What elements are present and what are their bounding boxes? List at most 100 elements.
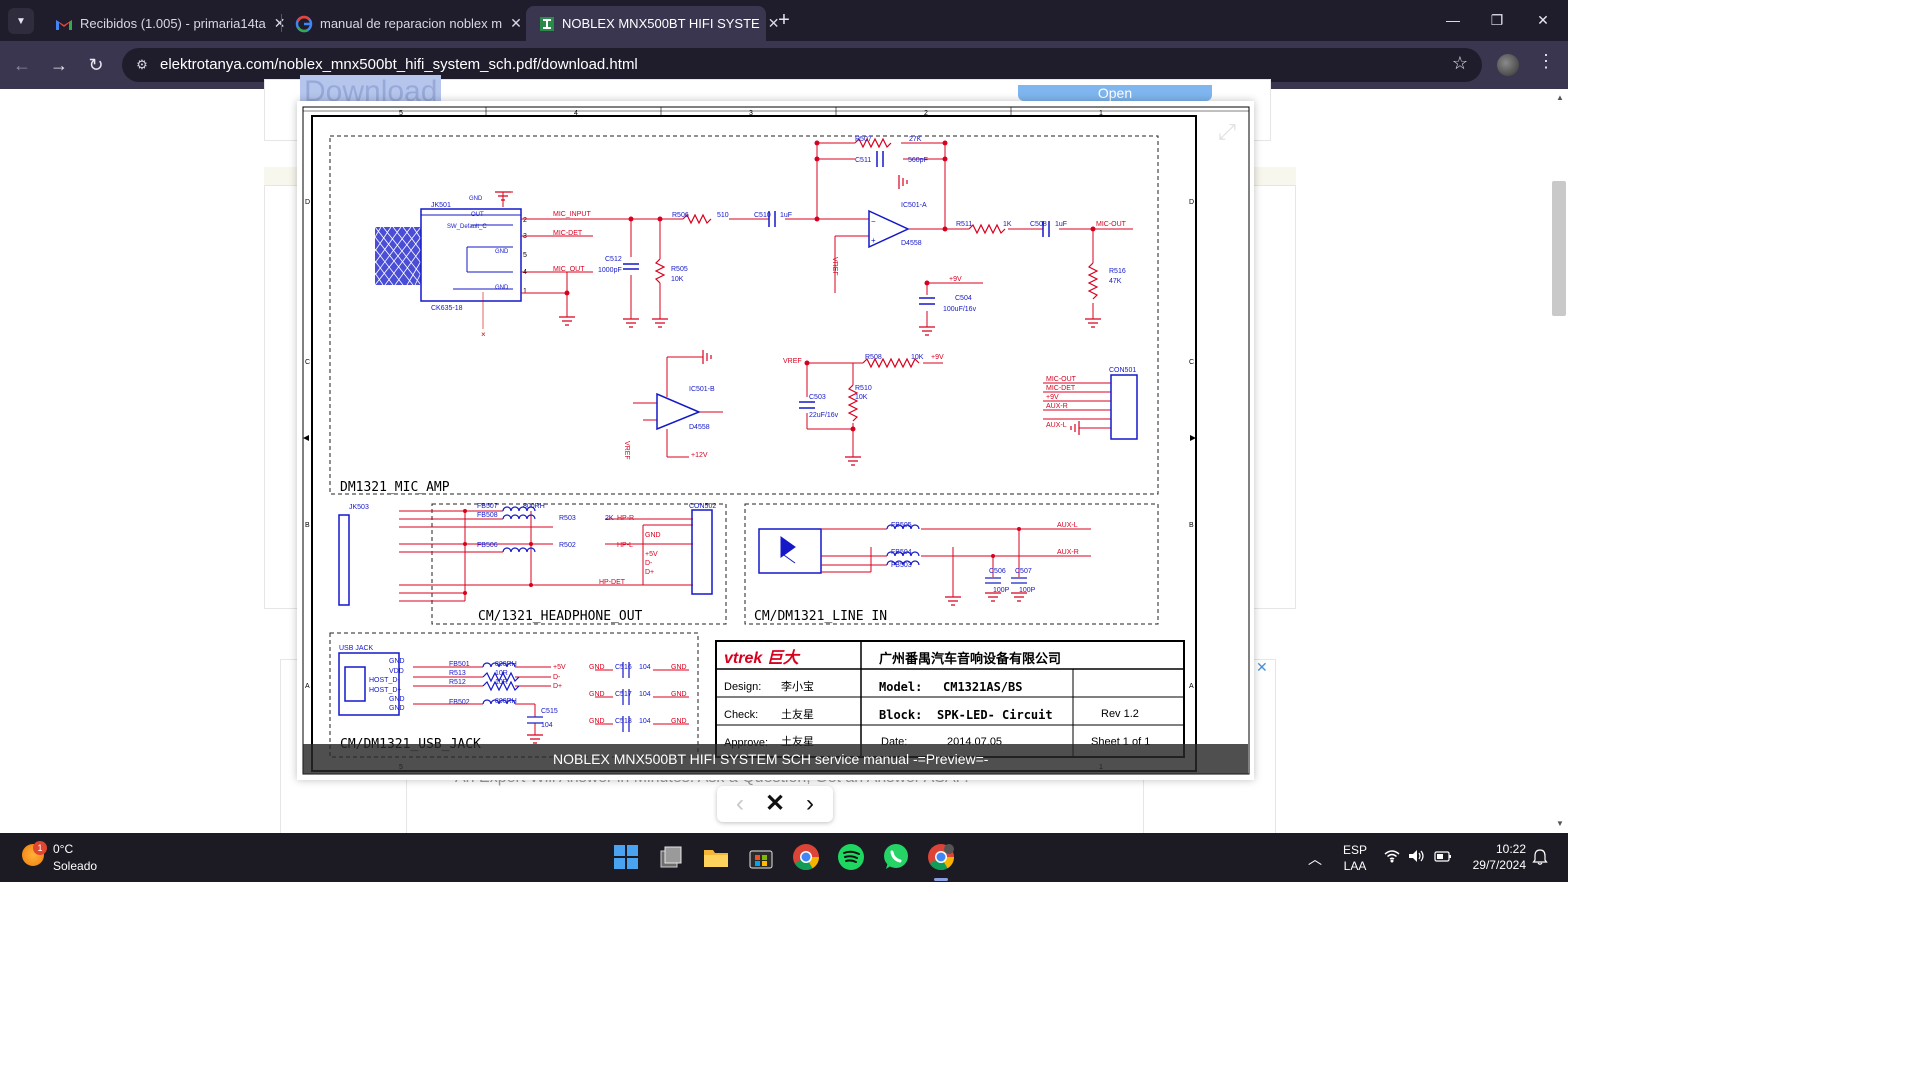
close-icon[interactable]: ✕ [273,15,286,31]
bookmark-star-icon[interactable]: ☆ [1451,53,1468,73]
row-label: A [305,683,310,690]
capacitors [623,151,1050,409]
connector-con501 [1110,374,1138,440]
row-label: C [1189,359,1194,366]
svg-text:2: 2 [523,217,527,224]
show-hidden-icons-chevron-icon[interactable]: ︿ [1308,851,1322,867]
part-label: 10K [671,276,684,283]
net-label: +5V [645,551,658,558]
net-label: GND [645,532,661,539]
net-label: AUX-L [1046,422,1067,429]
browser-menu-icon[interactable]: ⋮ [1537,51,1555,71]
part-label: GND [495,249,509,255]
headphone-labels: JK503 FB507 FB508 800RH R503 2K HP-R FB5… [349,503,716,586]
whatsapp-icon[interactable] [882,843,910,871]
back-button[interactable]: ← [13,55,31,75]
chrome-profile-icon[interactable] [927,843,955,871]
reload-button[interactable]: ↻ [88,55,104,75]
profile-avatar[interactable] [1497,54,1519,76]
gmail-icon [56,19,72,30]
language-code[interactable]: ESP [1342,843,1367,857]
title-block: vtrek 巨大 广州番禺汽车音响设备有限公司 Design: 李小宝 Mode… [715,640,1185,758]
part-label: IC501-A [901,202,927,209]
check-label: Check: [724,709,758,721]
minimize-button[interactable]: — [1446,12,1460,28]
wifi-icon[interactable] [1384,849,1400,866]
part-label: C512 [605,256,622,263]
weather-description[interactable]: Soleado [53,859,98,873]
part-label: C511 [855,157,871,164]
window-close-button[interactable]: ✕ [1537,12,1549,28]
net-label: +5V [553,664,566,671]
url-text[interactable]: elektrotanya.com/noblex_mnx500bt_hifi_sy… [160,56,638,73]
svg-text:−: − [871,217,876,226]
ad-close-icon[interactable]: ✕ [1256,659,1268,675]
part-label: 1K [1003,221,1012,228]
next-arrow-icon[interactable]: › [806,790,814,817]
tab-search-button[interactable]: ▼ [8,8,34,34]
forward-button[interactable]: → [50,55,68,75]
task-view-icon[interactable] [657,843,685,871]
keyboard-layout[interactable]: LAA [1343,859,1367,873]
battery-icon[interactable] [1434,849,1452,866]
net-label: VREF [783,358,802,365]
junction-dots [564,140,1096,432]
start-icon[interactable] [612,843,640,871]
scroll-up-icon[interactable]: ▲ [1556,93,1564,102]
part-label: 100uF/16v [943,306,977,313]
part-label: FB504 [891,549,912,556]
mic-amp-block [329,135,1159,495]
part-label: GND [389,696,405,703]
weather-temperature[interactable]: 0°C [53,842,74,856]
part-label: R510 [855,385,872,392]
net-label: +12V [691,452,708,459]
close-icon[interactable]: ✕ [767,15,780,31]
store-icon[interactable] [747,843,775,871]
svg-text:+: + [871,236,876,245]
part-label: C504 [955,295,972,302]
column-label: 3 [749,110,753,117]
part-label: D4558 [689,424,710,431]
previous-arrow-icon[interactable]: ‹ [736,790,744,817]
volume-icon[interactable] [1408,849,1426,866]
net-label: AUX-L [1057,522,1078,529]
scroll-down-icon[interactable]: ▼ [1556,819,1564,828]
tab-gmail[interactable]: Recibidos (1.005) - primaria14ta ✕ [42,6,285,41]
open-button[interactable]: Open [1018,85,1212,101]
part-label: C507 [1015,568,1032,575]
new-tab-button[interactable]: + [778,9,790,31]
part-label: C510 [754,212,771,219]
close-lightbox-icon[interactable]: ✕ [764,790,786,817]
part-label: FB507 [477,503,498,510]
part-label: 10K [911,354,924,361]
usb-jack [338,652,400,716]
headphone-jack-jk503 [338,514,350,606]
clock-time[interactable]: 10:22 [1495,842,1526,856]
clock-date[interactable]: 29/7/2024 [1472,858,1526,872]
row-label: A [1189,683,1194,690]
part-label: 800RH [495,698,517,705]
net-label: D- [645,560,653,567]
part-label: R503 [559,515,576,522]
part-label: 22uF/16v [809,412,839,419]
part-label: 510 [717,212,729,219]
net-label: GND [671,664,687,671]
headphone-wires [399,510,693,602]
file-explorer-icon[interactable] [702,843,730,871]
spotify-icon[interactable] [837,843,865,871]
part-label: C516 [615,664,632,671]
close-icon[interactable]: ✕ [510,15,522,31]
page-scrollbar[interactable]: ▲ ▼ [1552,89,1568,833]
notification-bell-icon[interactable] [1532,849,1548,868]
part-label: R512 [449,679,466,686]
scroll-thumb[interactable] [1552,181,1566,316]
fullscreen-icon[interactable]: ⤢ [1218,119,1236,144]
restore-button[interactable]: ❐ [1490,12,1504,28]
net-label: GND [671,691,687,698]
tab-google-search[interactable]: manual de reparacion noblex m ✕ [282,6,522,41]
net-label: +9V [931,354,944,361]
vtrek-logo: vtrek 巨大 [724,649,801,667]
tab-noblex-schematic[interactable]: NOBLEX MNX500BT HIFI SYSTE ✕ [526,6,779,41]
site-settings-icon[interactable]: ⚙ [136,57,148,72]
chrome-icon[interactable] [792,843,820,871]
